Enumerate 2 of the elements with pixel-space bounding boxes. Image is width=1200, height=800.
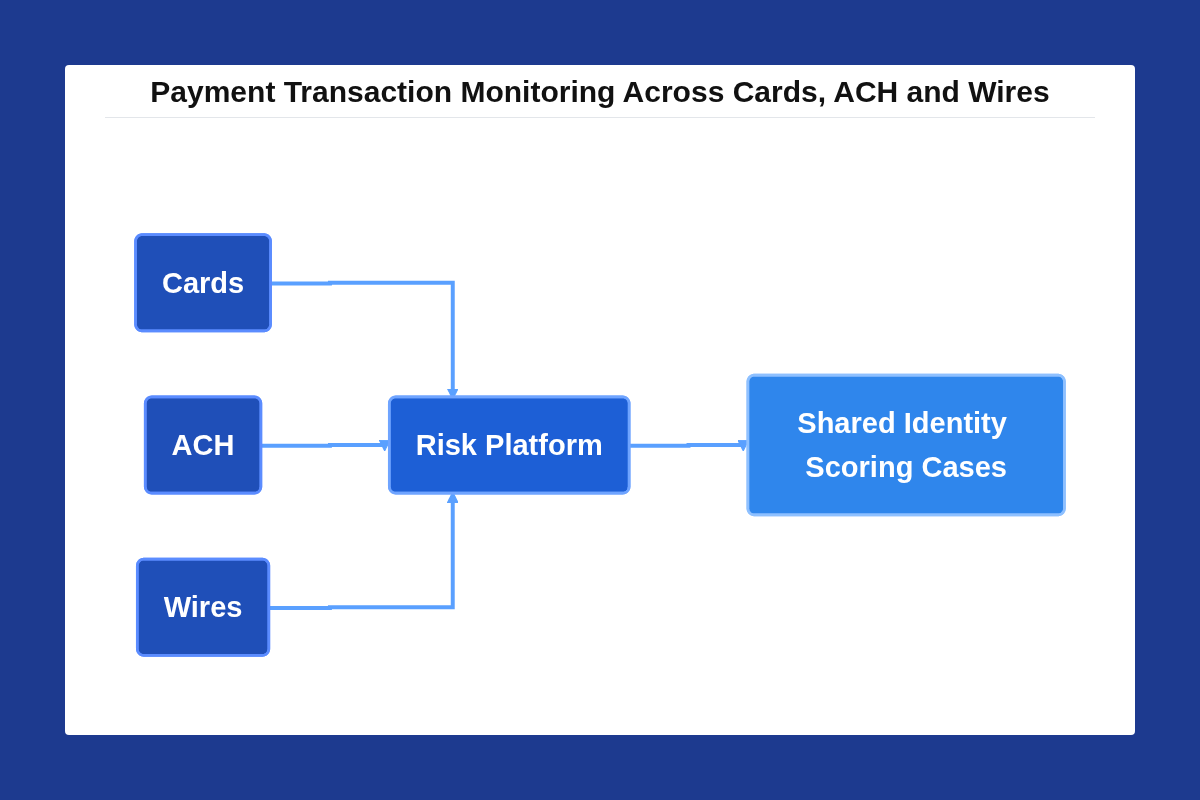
- card-background: Payment Transaction Monitoring Across Cards, ACH and Wires Cards ACH Wires Risk Platform Shared Identity Scoring Cases: [65, 65, 1135, 735]
- title: Payment Transaction Monitoring Across Cards, ACH and Wires: [105, 71, 1095, 118]
